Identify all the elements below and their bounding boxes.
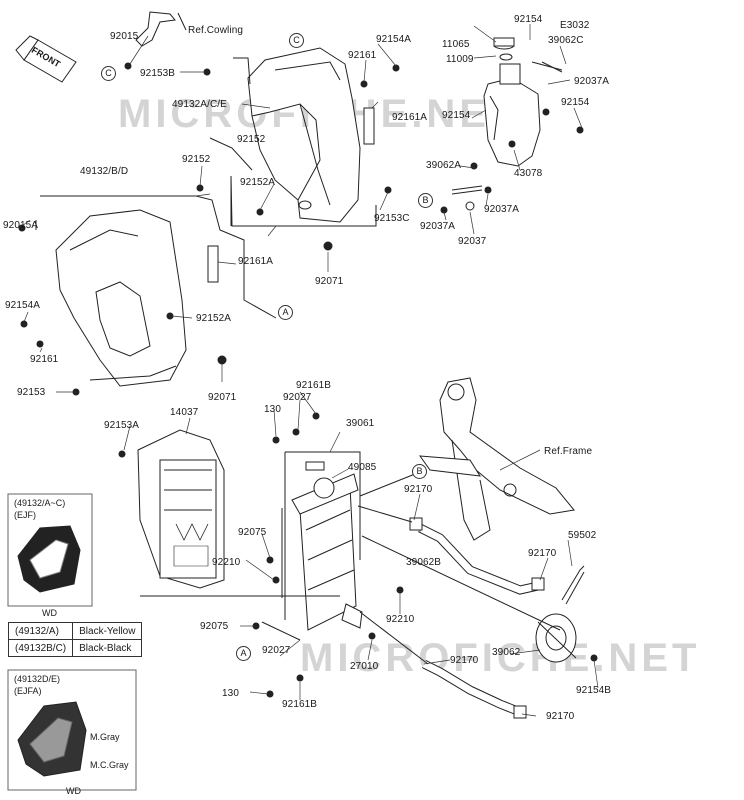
legend-color-2: M.C.Gray: [90, 760, 129, 770]
part-label: 130: [222, 688, 239, 699]
part-label: 49132A/C/E: [172, 99, 227, 110]
reservoir-tank: [483, 37, 563, 167]
callout-c-1: C: [289, 33, 304, 48]
part-label: 92027: [283, 392, 312, 403]
part-label: 92153B: [140, 68, 176, 79]
part-label: 27010: [350, 661, 379, 672]
part-label: 92152A: [240, 177, 276, 188]
part-label: 92210: [212, 557, 241, 568]
part-label: 11009: [446, 54, 474, 65]
table-cell-code: (49132/A): [7, 622, 74, 640]
legend-bottom-model: (49132D/E): [14, 674, 61, 684]
table-row: (49132B/C) Black-Black: [7, 639, 143, 657]
part-label: 49132/B/D: [80, 166, 129, 177]
part-label: 92152A: [196, 313, 232, 324]
callout-c-2: C: [101, 66, 116, 81]
part-label: 92170: [528, 548, 557, 559]
legend-bottom-sub: (EJFA): [14, 686, 42, 696]
part-label: 92170: [546, 711, 575, 722]
ref-frame-label: Ref.Frame: [544, 446, 593, 457]
watermark-bottom: MICROFICHE.NET: [300, 636, 701, 680]
part-label: 92154: [514, 14, 543, 25]
part-label: 59502: [568, 530, 597, 541]
front-arrow-icon: [15, 35, 77, 83]
part-label: 92015: [110, 31, 139, 42]
part-label: 92154B: [576, 685, 612, 696]
part-label: 92075: [238, 527, 267, 538]
part-label: 39062C: [548, 35, 584, 46]
callout-b-2: B: [412, 464, 427, 479]
code-label: E3032: [560, 20, 590, 31]
part-label: 92161: [30, 354, 59, 365]
legend-top-sub: (EJF): [14, 510, 36, 520]
part-label: 39061: [346, 418, 375, 429]
part-label: 92161A: [238, 256, 274, 267]
shroud-upper: [247, 47, 361, 223]
part-label: 92152: [237, 134, 266, 145]
part-label: 39062B: [406, 557, 442, 568]
legend-color-1: M.Gray: [90, 732, 120, 742]
part-label: 92161B: [296, 380, 332, 391]
part-label: 92071: [208, 392, 237, 403]
radiator: [281, 461, 363, 631]
callout-a-1: A: [278, 305, 293, 320]
legend-top-foot: WD: [42, 608, 57, 618]
part-label: 92153C: [374, 213, 410, 224]
part-label: 39062A: [426, 160, 462, 171]
part-label: 92161A: [392, 112, 428, 123]
part-label: 92161: [348, 50, 377, 61]
table-cell-code: (49132B/C): [7, 639, 74, 657]
part-label: 92210: [386, 614, 415, 625]
part-label: 92152: [182, 154, 211, 165]
table-cell-color: Black-Black: [72, 639, 143, 657]
part-label: 92154: [442, 110, 471, 121]
part-label: 92153: [17, 387, 46, 398]
legend-bottom-foot: WD: [66, 786, 81, 796]
part-label: 49085: [348, 462, 377, 473]
part-label: 92037A: [574, 76, 610, 87]
part-label: 43078: [514, 168, 543, 179]
cowling-bracket: [135, 11, 176, 47]
part-label: 92037: [458, 236, 487, 247]
table-cell-color: Black-Yellow: [72, 622, 143, 640]
part-label: 92170: [450, 655, 479, 666]
part-label: 14037: [170, 407, 199, 418]
part-label: 92154A: [376, 34, 412, 45]
part-label: 92027: [262, 645, 291, 656]
part-label: 92154: [561, 97, 590, 108]
callout-a-2: A: [236, 646, 251, 661]
part-label: 92170: [404, 484, 433, 495]
fan: [535, 565, 585, 663]
part-label: 92015A: [3, 220, 39, 231]
part-label: 92075: [200, 621, 229, 632]
color-table: (49132/A) Black-Yellow (49132B/C) Black-…: [7, 622, 143, 657]
legend-top-model: (49132/A~C): [14, 498, 66, 508]
part-label: 92153A: [104, 420, 140, 431]
ref-cowling-label: Ref.Cowling: [188, 25, 244, 36]
table-row: (49132/A) Black-Yellow: [7, 622, 143, 640]
frame: [418, 377, 575, 541]
shroud-side: [55, 209, 187, 387]
part-label: 11065: [442, 39, 470, 50]
part-label: 92071: [315, 276, 344, 287]
part-label: 92037A: [420, 221, 456, 232]
part-label: 92161B: [282, 699, 318, 710]
callout-b-1: B: [418, 193, 433, 208]
part-label: 92154A: [5, 300, 41, 311]
part-label: 130: [264, 404, 281, 415]
part-label: 92037A: [484, 204, 520, 215]
part-label: 39062: [492, 647, 521, 658]
